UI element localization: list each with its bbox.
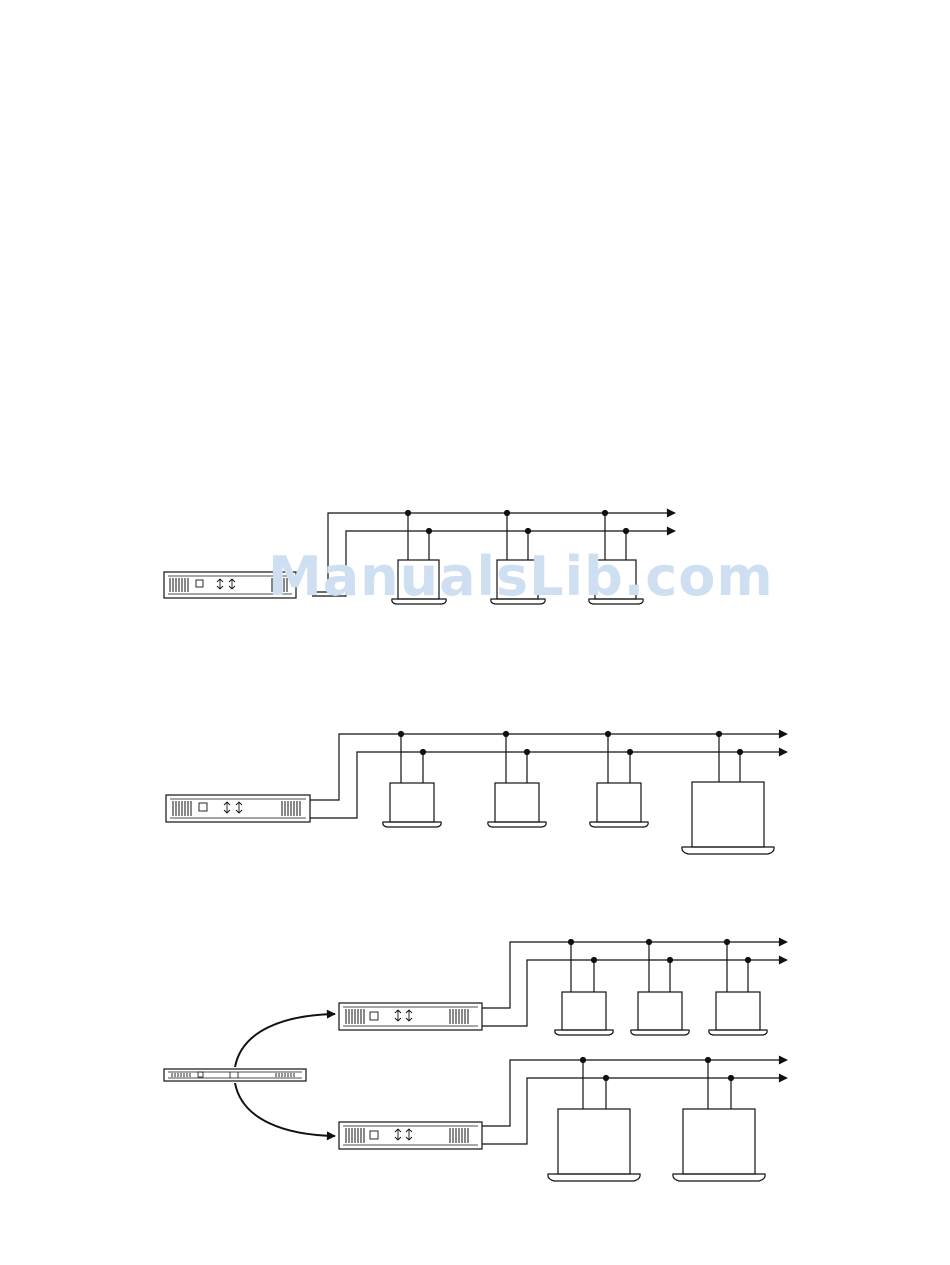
speaker-3b2-large: [673, 1058, 765, 1182]
panel-3: [164, 940, 787, 1182]
speaker-2b: [488, 732, 546, 828]
amplifier-2: [166, 795, 310, 822]
speaker-lines-3b: [482, 1060, 787, 1144]
speaker-3a3: [709, 940, 767, 1036]
speaker-lines-1: [312, 513, 675, 596]
speaker-lines-3a: [482, 942, 787, 1026]
speaker-lines-2: [310, 734, 787, 818]
speaker-1b: [491, 511, 545, 605]
source-unit: [164, 1069, 306, 1081]
speaker-3a1: [555, 940, 613, 1036]
speaker-2a: [383, 732, 441, 828]
speaker-1c: [589, 511, 643, 605]
speaker-1a: [392, 511, 446, 605]
speaker-2d-large: [682, 732, 774, 855]
speaker-2c: [590, 732, 648, 828]
panel-2: [166, 732, 787, 855]
amplifier-3a: [339, 1003, 482, 1030]
panel-1: [164, 511, 675, 605]
speaker-3b1-large: [548, 1058, 640, 1182]
speaker-3a2: [631, 940, 689, 1036]
amplifier-3b: [339, 1122, 482, 1149]
amplifier-1: [164, 572, 296, 598]
